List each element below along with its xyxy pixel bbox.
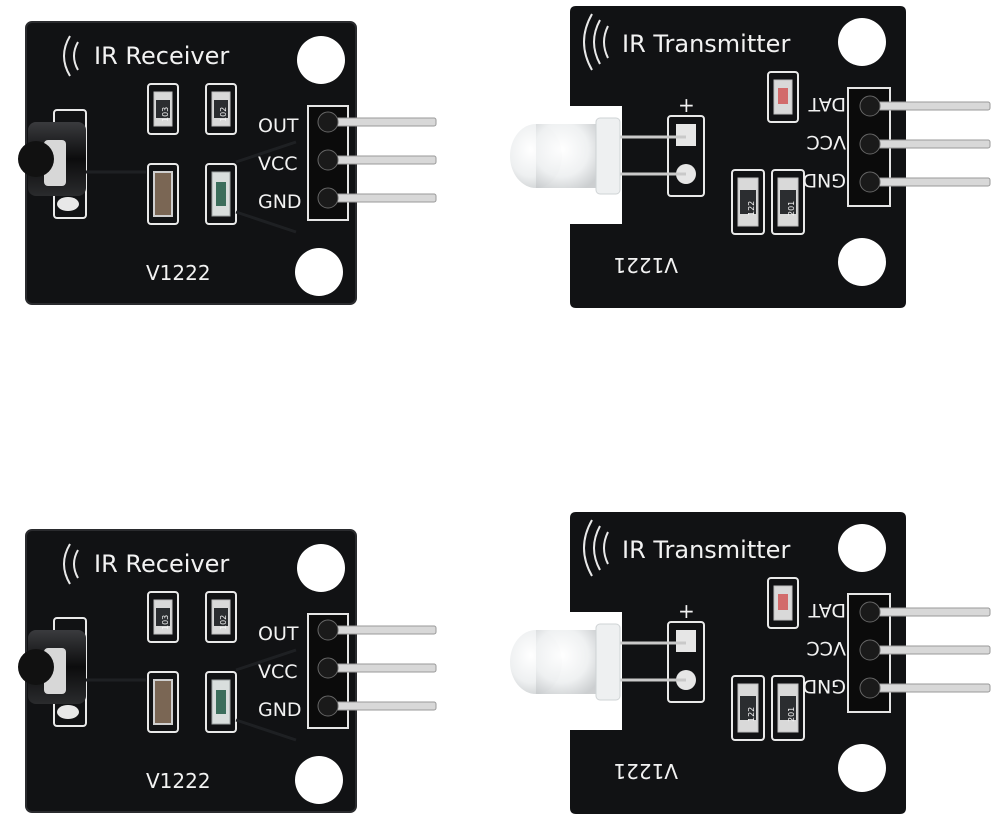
module-title: IR Transmitter [622,30,790,58]
board-version: V1221 [613,253,678,277]
module-title: IR Receiver [94,550,229,578]
resistor-code: 102 [219,107,228,122]
ir-led [510,117,621,195]
pin-label-vcc: VCC [258,661,298,683]
board-version: V1222 [146,769,211,793]
board-version: V1222 [146,261,211,285]
pin-label-gnd: GND [802,169,846,191]
pin-label-out: OUT [258,115,299,137]
pin-label-gnd: GND [802,675,846,697]
pin-label-out: OUT [258,623,299,645]
ir-receiver-module-1: IR Receiver OUT VCC GND V1222 103 102 [16,20,438,306]
pin-label-vcc: VCC [806,131,846,153]
board-version: V1221 [613,759,678,783]
resistor-code: 201 [787,201,796,216]
resistor-code: 102 [219,615,228,630]
ir-receiver-module-2: IR Receiver OUT VCC GND V1222 103 102 [16,528,438,814]
pin-label-vcc: VCC [806,637,846,659]
resistor-code: 122 [747,201,756,216]
pin-label-gnd: GND [258,699,302,721]
polarity-mark: + [678,93,695,117]
ir-transmitter-module-1: IR Transmitter + DAT VCC GND V1221 122 2… [510,4,992,310]
pin-label-dat: DAT [808,599,846,621]
module-title: IR Receiver [94,42,229,70]
ir-transmitter-module-2: IR Transmitter + DAT VCC GND V1221 122 2… [510,510,992,816]
polarity-mark: + [678,599,695,623]
ir-led [510,623,621,701]
resistor-code: 122 [747,707,756,722]
pin-label-gnd: GND [258,191,302,213]
resistor-code: 103 [161,615,170,630]
pin-label-vcc: VCC [258,153,298,175]
resistor-code: 201 [787,707,796,722]
module-title: IR Transmitter [622,536,790,564]
pin-label-dat: DAT [808,93,846,115]
resistor-code: 103 [161,107,170,122]
